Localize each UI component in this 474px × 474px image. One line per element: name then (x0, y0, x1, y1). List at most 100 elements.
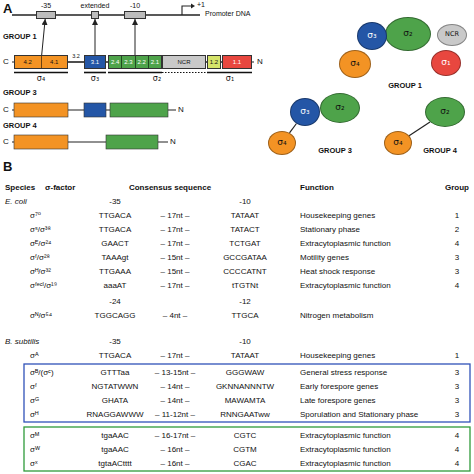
group-label: GROUP 4 (3, 122, 37, 131)
promoter-element-box (36, 11, 56, 19)
domain-label: σ₄ (350, 59, 359, 69)
sequence-cell: GHATA (102, 396, 128, 405)
region-number: 2.1 (148, 56, 161, 68)
position-header: -10 (239, 197, 251, 206)
terminus-label: C (3, 57, 9, 66)
sequence-cell: aaaAT (104, 281, 127, 290)
region-bracket (207, 72, 252, 74)
sequence-cell: CCCCATNT (223, 267, 266, 276)
region-number: 1.2 (208, 56, 220, 68)
spacer-cell: – 13-15nt – (155, 368, 195, 377)
function-cell: Stationary phase (300, 225, 360, 234)
sequence-cell: GKNNANNNTW (216, 382, 274, 391)
spacer-cell: – 15nt – (161, 267, 190, 276)
function-cell: Nitrogen metabolism (300, 311, 373, 320)
position-header: -35 (109, 337, 121, 346)
group-label: GROUP 3 (3, 89, 37, 98)
sequence-cell: TCTGAT (229, 239, 260, 248)
column-header: Function (300, 183, 334, 192)
region-bracket-dotted (162, 72, 206, 73)
promoter-element-label: -10 (130, 2, 140, 10)
linker-line (68, 61, 84, 62)
transcription-start-arrow (182, 6, 191, 15)
spacer-cell: – 14nt – (161, 382, 190, 391)
sequence-cell: TTGACA (99, 211, 131, 220)
region-number: 1.1 (223, 56, 251, 68)
sigma-factor-cell: σᴳ (30, 396, 39, 405)
sequence-cell: tgtaACtttt (98, 459, 131, 468)
group-cell: 3 (455, 267, 459, 276)
domain-label: σ₁ (441, 58, 450, 68)
sigma2-domain (106, 135, 158, 149)
domain-label: σ₂ (153, 74, 161, 83)
group-cell: 4 (455, 459, 459, 468)
terminus-label: C (3, 137, 9, 146)
domain-region-box: 3.1 (84, 55, 106, 69)
group-cell: 3 (455, 253, 459, 262)
region-number: 4.2 (15, 56, 41, 68)
terminus-label: N (170, 137, 176, 146)
domain-label: σ₄ (277, 138, 286, 148)
domain-blob: σ₂ (385, 17, 431, 51)
group4-highlight-box (24, 427, 470, 471)
group-cell: 3 (455, 396, 459, 405)
region-bracket (84, 72, 106, 74)
domain-region-box: 4.24.1 (14, 55, 68, 69)
group-label: GROUP 1 (3, 33, 37, 42)
sigma-factor-cell: σᴮ/(σᶜ) (30, 368, 54, 377)
sequence-cell: TGGCAGG (95, 311, 136, 320)
function-cell: Housekeeping genes (300, 211, 375, 220)
spacer-cell: – 11-12nt – (155, 410, 195, 419)
spacer-cell: – 17nt – (161, 281, 190, 290)
group-label: GROUP 3 (318, 147, 352, 156)
region-bracket (14, 72, 68, 74)
sigma-factor-cell: σ⁷⁰ (30, 211, 41, 220)
group-cell: 3 (455, 382, 459, 391)
function-cell: Extracytoplasmic function (300, 459, 391, 468)
region-number: 4.1 (41, 56, 68, 68)
group-cell: 4 (455, 431, 459, 440)
function-cell: Housekeeping genes (300, 351, 375, 360)
sequence-cell: tgaAAC (101, 431, 129, 440)
sigma-factor-cell: σᶠᵉᶜᴵ/σ¹⁹ (30, 281, 57, 290)
sigma-factor-cell: σᵂ (30, 445, 40, 454)
domain-blob: σ₄ (384, 131, 412, 155)
spacer-cell: – 17nt – (161, 225, 190, 234)
sequence-cell: tgaAAC (101, 445, 129, 454)
binding-arrow (42, 19, 45, 55)
species-name: B. subtilis (5, 337, 39, 346)
binding-arrow (95, 19, 96, 55)
sequence-cell: CGAC (233, 459, 256, 468)
promoter-element-label: -35 (41, 2, 51, 10)
function-cell: Heat shock response (300, 267, 375, 276)
sigma-factor-cell: σˣ (30, 459, 38, 468)
position-header: -35 (109, 197, 121, 206)
domain-blob: NCR (437, 24, 467, 46)
sequence-cell: GTTTaa (101, 368, 130, 377)
spacer-cell: – 16nt – (161, 459, 190, 468)
promoter-element: extended (81, 2, 110, 19)
spacer-cell: – 17nt – (161, 239, 190, 248)
sigma-factor-cell: σᶠ/σ²⁸ (30, 253, 50, 262)
domain-blob: σ₂ (425, 97, 465, 127)
domain-label: NCR (445, 31, 459, 38)
region-number: 3.2 (72, 53, 80, 59)
domain-label: σ₂ (440, 107, 449, 117)
sequence-cell: TTGAAA (99, 267, 131, 276)
domain-label: σ₄ (37, 74, 45, 83)
function-cell: Sporulation and Stationary phase (300, 410, 418, 419)
sigma-factor-cell: σᴬ (30, 351, 39, 360)
promoter-label: Promoter DNA (205, 10, 251, 18)
region-bracket (108, 72, 162, 74)
domain-region-box: 1.1 (222, 55, 252, 69)
species-name: E. coli (5, 197, 27, 206)
sigma-factor-cell: σᶠ (30, 382, 37, 391)
function-cell: Extracytoplasmic function (300, 239, 391, 248)
domain-label: σ₂ (335, 103, 344, 113)
sequence-cell: TAAAgt (102, 253, 129, 262)
domain-label: σ₂ (403, 29, 412, 39)
sigma4-domain (14, 103, 68, 117)
sequence-cell: CGTC (234, 431, 257, 440)
group-cell: 2 (455, 225, 459, 234)
